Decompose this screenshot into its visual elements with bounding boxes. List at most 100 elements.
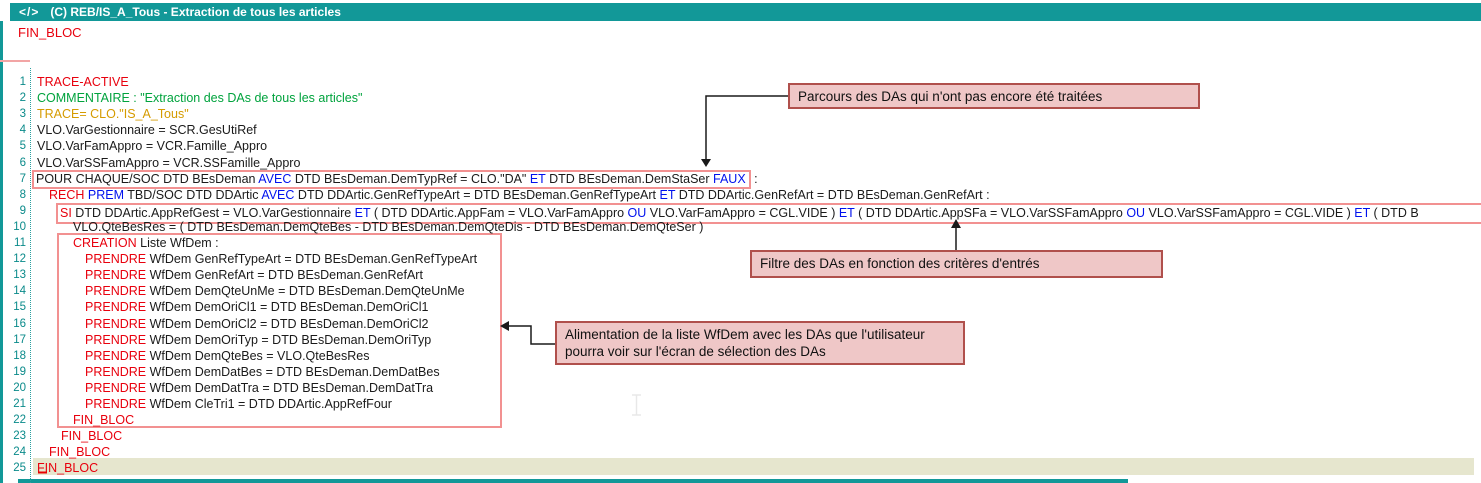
code-token: FAUX xyxy=(713,171,746,186)
code-token: TBD/SOC DTD DDArtic xyxy=(124,187,262,202)
code-line[interactable]: TRACE= CLO."IS_A_Tous" xyxy=(37,106,189,122)
line-number: 25 xyxy=(13,462,26,475)
code-token: TRACE= CLO."IS_A_Tous" xyxy=(37,107,189,122)
code-line[interactable]: VLO.QteBesRes = ( DTD BEsDeman.DemQteBes… xyxy=(73,219,703,235)
line-number: 12 xyxy=(13,253,26,266)
code-token: ET xyxy=(1354,205,1371,220)
line-number: 19 xyxy=(13,365,26,378)
annotation-note-alimentation: Alimentation de la liste WfDem avec les … xyxy=(555,321,965,365)
code-line[interactable]: FIN_BLOC xyxy=(37,460,98,476)
code-token: WfDem GenRefArt = DTD BEsDeman.GenRefArt xyxy=(146,268,423,283)
code-line[interactable]: CREATION Liste WfDem : xyxy=(73,235,219,251)
emphasis-box-fragment xyxy=(0,60,30,62)
code-token: VLO.VarFamAppro = CGL.VIDE ) xyxy=(646,205,839,220)
code-token: PRENDRE xyxy=(85,332,147,347)
code-line[interactable]: PRENDRE WfDem GenRefArt = DTD BEsDeman.G… xyxy=(85,267,423,283)
code-token: FIN_BLOC xyxy=(73,413,135,428)
line-number: 3 xyxy=(19,108,26,121)
line-number: 21 xyxy=(13,398,26,410)
code-token: Liste WfDem : xyxy=(136,236,219,250)
line-number: 4 xyxy=(19,124,26,137)
code-token: WfDem GenRefTypeArt = DTD BEsDeman.GenRe… xyxy=(146,252,478,267)
code-line[interactable]: SI DTD DDArtic.AppRefGest = VLO.VarGesti… xyxy=(56,202,1481,224)
line-number: 2 xyxy=(19,92,26,105)
line-number: 24 xyxy=(13,446,26,459)
code-token: WfDem DemOriCl1 = DTD BEsDeman.DemOriCl1 xyxy=(146,300,429,315)
code-token: DTD DDArtic.AppRefGest = VLO.VarGestionn… xyxy=(71,205,355,220)
code-line[interactable]: FIN_BLOC xyxy=(61,428,122,444)
header-fin-bloc: FIN_BLOC xyxy=(18,25,82,40)
code-token: FIN_BLOC xyxy=(49,445,111,460)
code-line[interactable]: PRENDRE WfDem DemOriTyp = DTD BEsDeman.D… xyxy=(85,332,431,348)
code-token: WfDem DemQteBes = VLO.QteBesRes xyxy=(146,348,370,363)
line-number: 8 xyxy=(19,188,26,201)
code-token: CREATION xyxy=(73,236,137,250)
line-number: 10 xyxy=(13,220,26,233)
code-line[interactable]: RECH PREM TBD/SOC DTD DDArtic AVEC DTD D… xyxy=(49,187,990,203)
code-token: DTD BEsDeman.DemTypRef = CLO."DA" xyxy=(291,171,530,186)
line-number: 23 xyxy=(13,430,26,443)
line-number: 14 xyxy=(13,285,26,298)
gutter-separator xyxy=(30,68,31,483)
line-number: 11 xyxy=(14,237,26,249)
code-token: PRENDRE xyxy=(85,284,147,299)
code-token: FIN_BLOC xyxy=(37,461,99,476)
code-token: ET xyxy=(529,171,546,186)
code-line[interactable]: PRENDRE WfDem DemQteUnMe = DTD BEsDeman.… xyxy=(85,283,465,299)
line-number: 7 xyxy=(19,172,26,185)
line-number: 20 xyxy=(13,381,26,394)
code-token: WfDem DemDatTra = DTD BEsDeman.DemDatTra xyxy=(146,380,434,395)
code-line[interactable]: PRENDRE WfDem DemOriCl2 = DTD BEsDeman.D… xyxy=(85,316,428,332)
code-token: WfDem DemDatBes = DTD BEsDeman.DemDatBes xyxy=(146,364,440,379)
line-number: 22 xyxy=(13,414,26,427)
code-token: ( DTD B xyxy=(1370,205,1419,220)
code-token: TRACE-ACTIVE xyxy=(37,75,129,89)
code-line[interactable]: COMMENTAIRE : "Extraction des DAs de tou… xyxy=(37,90,362,106)
code-token: PRENDRE xyxy=(85,380,147,395)
line-number: 17 xyxy=(13,333,26,346)
code-token: DTD DDArtic.GenRefArt = DTD BEsDeman.Gen… xyxy=(675,187,990,202)
code-token: ET xyxy=(659,187,676,202)
code-token: OU xyxy=(627,205,647,220)
code-line[interactable]: FIN_BLOC xyxy=(73,412,134,428)
code-line[interactable]: PRENDRE WfDem DemDatBes = DTD BEsDeman.D… xyxy=(85,364,440,380)
titlebar[interactable]: </> (C) REB/IS_A_Tous - Extraction de to… xyxy=(10,3,1481,21)
code-token: AVEC xyxy=(261,187,295,202)
emphasis-box: POUR CHAQUE/SOC DTD BEsDeman AVEC DTD BE… xyxy=(32,169,751,189)
arrow-head-down xyxy=(701,159,711,167)
code-line[interactable]: PRENDRE WfDem DemQteBes = VLO.QteBesRes xyxy=(85,348,369,364)
code-token: DTD BEsDeman.DemStaSer xyxy=(545,171,714,186)
code-line[interactable]: VLO.VarFamAppro = VCR.Famille_Appro xyxy=(37,138,267,154)
line-number: 13 xyxy=(13,269,26,282)
code-token: WfDem CleTri1 = DTD DDArtic.AppRefFour xyxy=(146,397,392,411)
code-token: VLO.VarFamAppro = VCR.Famille_Appro xyxy=(37,139,268,154)
window-left-border xyxy=(0,21,3,483)
arrow-to-pour-loop xyxy=(705,95,788,159)
code-line[interactable]: PRENDRE WfDem DemOriCl1 = DTD BEsDeman.D… xyxy=(85,299,428,315)
code-line[interactable]: POUR CHAQUE/SOC DTD BEsDeman AVEC DTD BE… xyxy=(32,169,758,189)
code-line[interactable]: TRACE-ACTIVE xyxy=(37,74,129,90)
code-token: VLO.VarGestionnaire = SCR.GesUtiRef xyxy=(37,123,257,138)
text-cursor-ibeam xyxy=(632,394,641,416)
code-token: VLO.QteBesRes = ( DTD BEsDeman.DemQteBes… xyxy=(73,219,704,234)
code-line[interactable]: VLO.VarSSFamAppro = VCR.SSFamille_Appro xyxy=(37,155,300,171)
code-token: PRENDRE xyxy=(85,300,147,315)
emphasis-box: SI DTD DDArtic.AppRefGest = VLO.VarGesti… xyxy=(56,202,1481,224)
code-token: PRENDRE xyxy=(85,252,147,267)
line-number: 16 xyxy=(13,317,26,330)
window-title: (C) REB/IS_A_Tous - Extraction de tous l… xyxy=(50,5,341,19)
current-line-highlight xyxy=(33,458,1474,476)
code-line[interactable]: PRENDRE WfDem DemDatTra = DTD BEsDeman.D… xyxy=(85,380,433,396)
code-line[interactable]: PRENDRE WfDem GenRefTypeArt = DTD BEsDem… xyxy=(85,251,477,267)
code-line[interactable]: FIN_BLOC xyxy=(49,444,110,460)
line-number: 9 xyxy=(19,204,26,217)
code-line[interactable]: VLO.VarGestionnaire = SCR.GesUtiRef xyxy=(37,122,257,138)
line-number: 6 xyxy=(19,156,26,169)
annotation-note-filtre: Filtre des DAs en fonction des critères … xyxy=(750,250,1163,278)
line-number: 18 xyxy=(13,349,26,362)
code-token: WfDem DemOriCl2 = DTD BEsDeman.DemOriCl2 xyxy=(146,316,429,331)
code-token: PRENDRE xyxy=(85,268,147,283)
code-token: PRENDRE xyxy=(85,316,147,331)
window-bottom-border xyxy=(18,479,1128,483)
code-line[interactable]: PRENDRE WfDem CleTri1 = DTD DDArtic.AppR… xyxy=(85,396,392,412)
